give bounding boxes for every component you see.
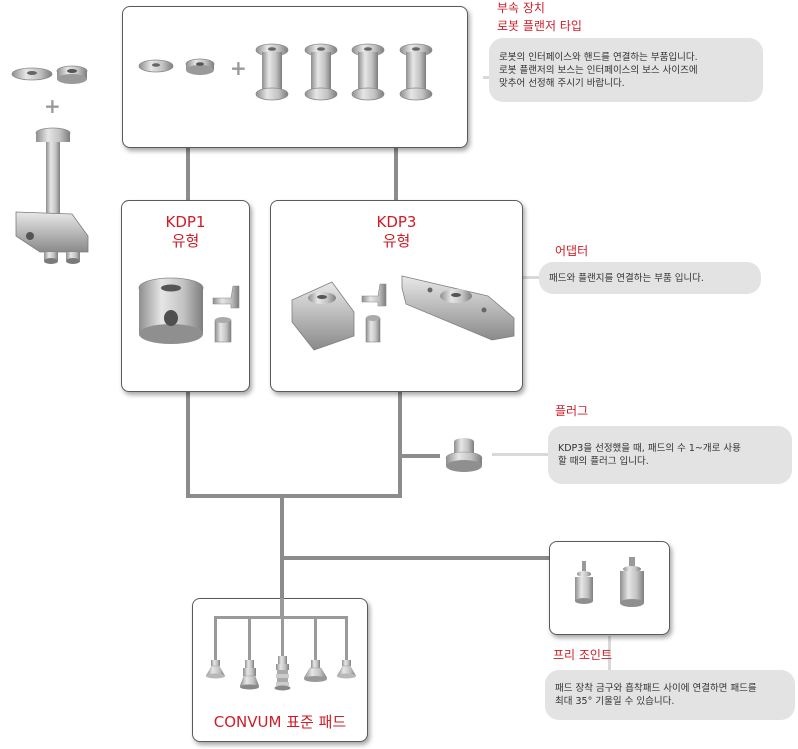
robot-flange-assembly-image: [11, 65, 89, 264]
connector-line: [517, 276, 539, 279]
convum-pads-image: [205, 598, 357, 691]
connector-line: [492, 453, 552, 456]
plug-title: 플러그: [555, 404, 589, 418]
connector-line: [280, 496, 284, 600]
kdp3-title: KDP3: [376, 213, 417, 231]
kdp1-subtitle: 유형: [171, 232, 200, 250]
connector-line: [400, 454, 440, 458]
free-joint-description: 패드 장착 금구와 흡착패드 사이에 연결하면 패드를 최대 35° 기울일 수…: [545, 670, 795, 720]
kdp3-subtitle: 유형: [382, 232, 411, 250]
convum-pads-title: CONVUM 표준 패드: [213, 713, 347, 731]
connector-line: [398, 392, 402, 498]
kdp1-parts-image: [138, 277, 240, 344]
plug-description: KDP3을 선정했을 때, 패드의 수 1~개로 사용 할 때의 플러그 입니다…: [548, 426, 792, 484]
connector-line: [608, 636, 611, 672]
connector-line: [394, 146, 398, 202]
adapter-description: 패드와 플랜지를 연결하는 부품 입니다.: [539, 262, 761, 294]
connector-line: [186, 494, 402, 498]
robot-flange-description: 로봇의 인터페이스와 핸드를 연결하는 부품입니다. 로봇 플랜저의 보스는 인…: [489, 38, 763, 102]
kdp3-parts-image: [291, 275, 515, 351]
plug-image: [445, 438, 483, 472]
free-joint-image: [575, 557, 644, 607]
adapter-title: 어댑터: [555, 244, 589, 258]
kdp1-title: KDP1: [165, 213, 206, 231]
free-joint-title: 프리 조인트: [553, 648, 613, 662]
plus-icon: +: [230, 56, 247, 80]
connector-line: [282, 556, 550, 560]
robot-flange-title: 로봇 플랜저 타입: [497, 19, 582, 33]
plus-icon: +: [44, 94, 61, 118]
robot-flange-category: 부속 장치: [497, 1, 545, 15]
robot-flange-parts-image: [138, 43, 433, 101]
connector-line: [186, 390, 190, 498]
free-joint-box: [549, 541, 670, 635]
connector-line: [186, 146, 190, 202]
